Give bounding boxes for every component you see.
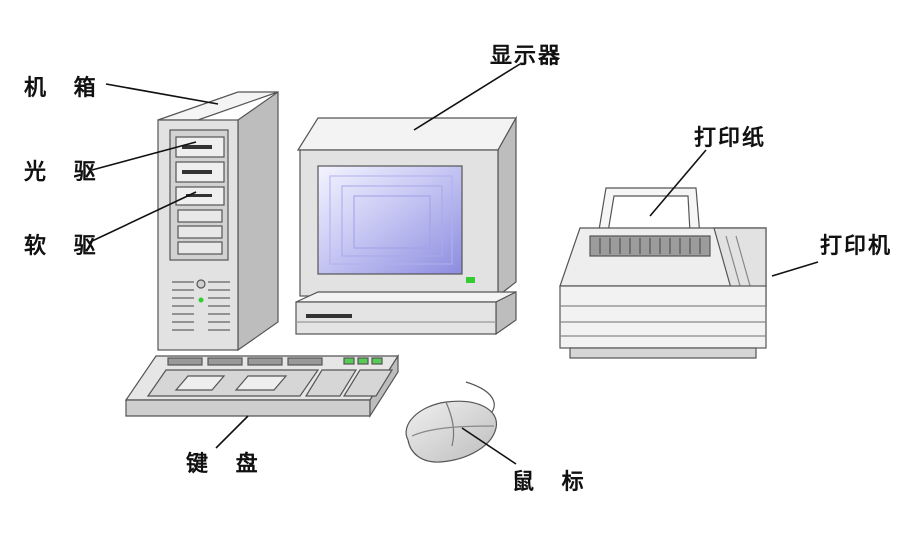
leader-floppy-drive	[89, 191, 197, 243]
printer-front	[559, 285, 767, 349]
label-monitor: 显示器	[490, 43, 563, 69]
case-side	[237, 90, 279, 352]
label-paper: 打印纸	[694, 125, 767, 151]
label-floppy-drive: 软 驱	[24, 233, 106, 259]
monitor-screen	[317, 165, 463, 275]
leader-paper	[649, 149, 707, 217]
mouse	[405, 381, 497, 463]
leader-case	[105, 83, 219, 105]
monitor-side	[497, 115, 517, 298]
base-drive-slot	[306, 314, 352, 318]
power-button	[196, 279, 206, 289]
mouse-body	[405, 400, 497, 463]
label-keyboard: 键 盘	[186, 451, 268, 477]
label-case: 机 箱	[24, 75, 106, 101]
label-optical-drive: 光 驱	[24, 159, 106, 185]
leader-keyboard	[215, 415, 249, 449]
monitor-led	[466, 277, 475, 283]
monitor	[295, 115, 518, 336]
leader-lines	[89, 63, 819, 465]
leader-printer	[771, 261, 819, 277]
monitor-top	[296, 117, 518, 151]
label-printer: 打印机	[820, 233, 893, 259]
leader-optical-drive	[91, 141, 197, 171]
label-mouse: 鼠 标	[512, 469, 594, 495]
tower-case	[157, 90, 279, 352]
case-led	[198, 297, 204, 303]
case-grille	[172, 281, 230, 331]
optical-tray	[182, 145, 212, 149]
floppy-slot	[186, 194, 212, 197]
leader-monitor	[413, 63, 521, 131]
leader-mouse	[461, 427, 517, 465]
keyboard-front	[125, 399, 371, 417]
printer	[559, 187, 767, 359]
keyboard	[124, 353, 400, 419]
